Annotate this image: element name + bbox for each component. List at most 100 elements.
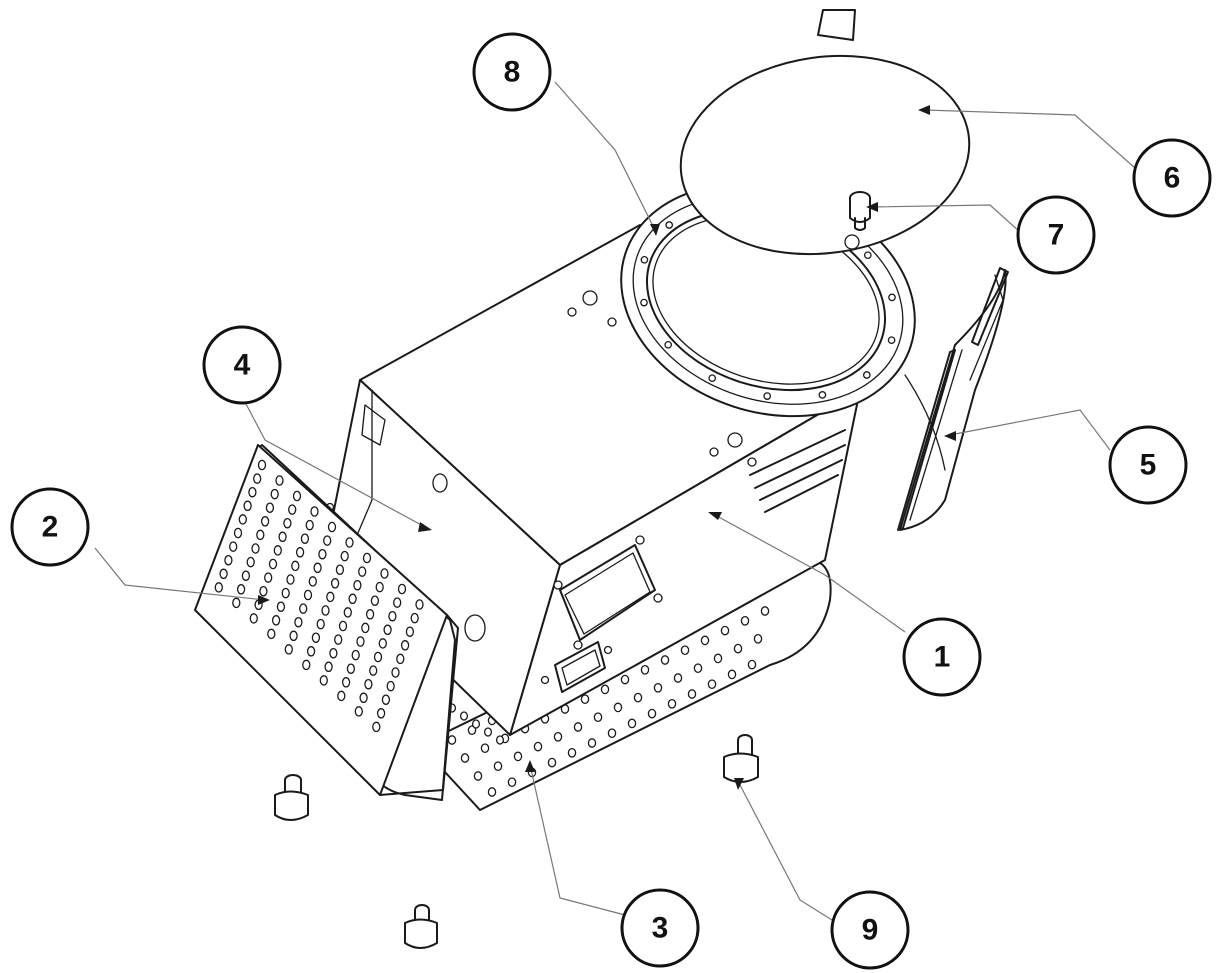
perforation-hole (587, 738, 597, 748)
perforation-hole (633, 692, 643, 703)
perforation-hole (358, 566, 367, 577)
perforation-hole (337, 690, 346, 702)
perforation-hole (256, 529, 265, 541)
perforation-hole (243, 500, 252, 512)
perforation-hole (460, 753, 470, 763)
perforation-hole (405, 626, 415, 637)
callout-5: 5 (1108, 425, 1188, 505)
perforation-hole (664, 340, 673, 349)
perforation-hole (447, 735, 457, 745)
perforation-hole (693, 663, 703, 674)
perforation-hole (346, 663, 356, 674)
perforation-hole (376, 708, 386, 719)
perforation-hole (351, 649, 360, 661)
perforation-hole (473, 771, 483, 781)
perforation-hole (459, 711, 469, 721)
perforation-hole (627, 718, 637, 729)
perforation-hole (362, 552, 372, 564)
perforation-hole (300, 533, 310, 544)
callout-1-label: 1 (934, 641, 951, 674)
perforation-hole (353, 579, 362, 591)
perforation-hole (270, 488, 279, 500)
perforation-hole (380, 568, 389, 579)
perforation-hole (763, 392, 772, 400)
standoff-foot-right (723, 734, 759, 783)
perforation-hole (372, 721, 381, 733)
perforation-hole (471, 719, 481, 729)
perforation-hole (249, 613, 258, 624)
perforation-hole (680, 645, 690, 656)
perforation-hole (720, 625, 730, 636)
perforation-hole (238, 514, 247, 525)
perforation-hole (326, 591, 335, 603)
perforation-hole (321, 605, 330, 616)
perforation-hole (327, 521, 337, 533)
perforation-hole (620, 674, 630, 685)
perforation-hole (818, 391, 827, 399)
perforation-hole (334, 634, 343, 645)
perforation-hole (410, 612, 419, 624)
perforation-hole (292, 490, 302, 502)
perforation-hole (383, 624, 392, 636)
perforation-hole (343, 607, 352, 618)
standoff-foot-left (274, 774, 309, 821)
perforation-hole (507, 777, 517, 788)
perforation-hole (495, 735, 505, 745)
perforation-hole (323, 535, 332, 546)
perforation-hole (487, 787, 497, 797)
perforated-side-panel (194, 444, 459, 801)
perforation-hole (291, 560, 300, 572)
callout-4: 4 (202, 325, 282, 405)
perforation-hole (335, 564, 345, 575)
callout-1: 1 (902, 617, 982, 697)
perforation-hole (365, 609, 375, 620)
perforation-hole (370, 595, 380, 606)
perforation-hole (340, 550, 349, 562)
perforation-hole (253, 473, 262, 484)
perforation-hole (888, 293, 896, 302)
leader-arrowheads (258, 105, 956, 790)
perforation-hole (316, 618, 325, 630)
callout-9-label: 9 (862, 914, 879, 947)
perforation-hole (257, 459, 267, 471)
perforation-hole (733, 643, 743, 654)
perforation-hole (740, 615, 750, 626)
curved-side-panel (897, 267, 1009, 531)
callout-5-label: 5 (1140, 449, 1157, 482)
perforation-hole (233, 527, 243, 539)
lid-disc (679, 9, 971, 256)
perforation-hole (369, 665, 378, 676)
perforation-hole (265, 502, 275, 513)
perforation-hole (378, 638, 387, 649)
perforation-hole (640, 255, 649, 264)
perforation-hole (288, 504, 297, 515)
perforation-hole (547, 757, 557, 768)
perforation-hole (289, 630, 298, 642)
perforation-hole (381, 694, 391, 705)
perforation-hole (295, 547, 305, 558)
perforation-hole (284, 644, 293, 655)
perforation-hole (260, 516, 270, 527)
perforation-hole (271, 615, 281, 626)
perforation-hole (687, 689, 697, 699)
perforation-hole (373, 651, 383, 663)
perforation-hole (324, 661, 333, 673)
standoff-foot-bottom (404, 904, 438, 949)
leader-lines (94, 81, 1136, 921)
perforation-hole (361, 622, 370, 634)
perforation-hole (553, 731, 563, 742)
perforation-hole (467, 725, 477, 736)
perforation-hole (348, 593, 357, 605)
callout-6-label: 6 (1164, 162, 1181, 195)
perforation-hole (281, 587, 290, 599)
perforation-hole (241, 570, 251, 581)
perforation-hole (396, 653, 405, 665)
perforation-hole (310, 506, 319, 517)
perforation-hole (236, 584, 246, 595)
perforation-hole (338, 620, 348, 632)
perforation-hole (275, 475, 284, 486)
perforation-hole (267, 628, 276, 640)
perforation-hole (513, 751, 523, 762)
perforation-hole (653, 682, 663, 693)
callout-7: 7 (1016, 195, 1096, 275)
